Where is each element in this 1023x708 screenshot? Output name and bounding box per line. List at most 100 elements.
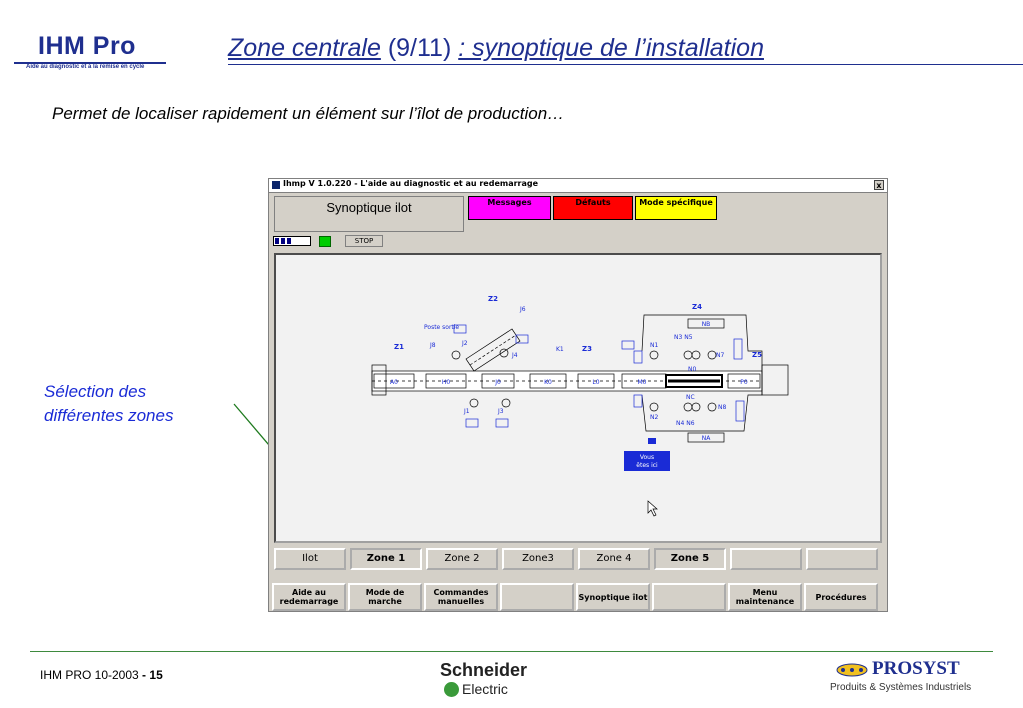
zone-button-zone-1[interactable]: Zone 1 [350, 548, 422, 570]
prosyst-logo: PROSYST Produits & Systèmes Industriels [830, 658, 971, 693]
label-j4: J4 [511, 352, 518, 359]
schneider-leaf-icon [444, 682, 459, 697]
label-n3n5: N3 N5 [674, 334, 693, 341]
empty-function-button-1[interactable] [500, 583, 574, 611]
label-j6: J6 [519, 306, 526, 313]
tab-messages[interactable]: Messages [468, 196, 551, 220]
station-label-m0: M0 [638, 379, 647, 386]
station-label-h0: H0 [442, 379, 451, 386]
label-n4n6: N4 N6 [676, 420, 695, 427]
logo-underline [14, 62, 166, 64]
zone-label-z1: Z1 [394, 343, 404, 351]
zone-button-zone-3[interactable]: Zone3 [502, 548, 574, 570]
label-nc: NC [686, 394, 695, 401]
tab-mode-specifique[interactable]: Mode spécifique [635, 196, 717, 220]
station-p0-box [727, 373, 761, 389]
schneider-wordmark: Schneider [440, 660, 528, 680]
title-part-2: (9/11) [380, 34, 459, 62]
label-nb: NB [702, 321, 711, 328]
fbtn-7-line-2: maintenance [735, 597, 795, 606]
label-j3: J3 [497, 408, 504, 415]
fbtn-8-line-1: Procédures [815, 592, 867, 602]
station-label-k0: K0 [544, 379, 552, 386]
station-label-l0: L0 [592, 379, 599, 386]
zone-button-zone-4[interactable]: Zone 4 [578, 548, 650, 570]
you-are-here-box [624, 451, 670, 471]
poste-sortie-label: Poste sortie [424, 324, 459, 331]
zone-button-empty-1[interactable] [730, 548, 802, 570]
label-k1: K1 [556, 346, 564, 353]
schneider-electric-logo: Schneider Electric [440, 660, 527, 699]
you-are-here-line-1: Vous [640, 454, 654, 461]
zone-button-ilot[interactable]: Ilot [274, 548, 346, 570]
station-l0-box [577, 373, 615, 389]
zone-5-end [761, 364, 789, 396]
slide-subtitle: Permet de localiser rapidement un élémen… [52, 104, 565, 123]
label-j8: J8 [429, 342, 436, 349]
fbtn-2-line-2: marche [368, 597, 402, 606]
zone-label-z5: Z5 [752, 351, 762, 359]
synoptic-canvas: Vous êtes ici Z1 Z2 Z3 Z4 Z5 A0 H0 J0 K0… [274, 253, 882, 543]
app-window: Ihmp V 1.0.220 - L'aide au diagnostic et… [268, 178, 888, 612]
footer-doc: IHM PRO 10-2003 [40, 668, 139, 682]
na-box [687, 432, 725, 443]
mouse-cursor-icon [647, 500, 658, 517]
zone-label-z4: Z4 [692, 303, 702, 311]
label-j2: J2 [461, 340, 468, 347]
installation-synoptic: Vous êtes ici Z1 Z2 Z3 Z4 Z5 A0 H0 J0 K0… [371, 295, 789, 517]
zone-label-z3: Z3 [582, 345, 592, 353]
stop-indicator: STOP [345, 235, 383, 247]
station-label-p0: P0 [740, 379, 748, 386]
prosyst-logo-icon [836, 663, 868, 677]
nb-box [687, 318, 725, 329]
station-label-j0: J0 [494, 379, 501, 386]
fbtn-7-line-1: Menu [752, 588, 778, 597]
location-pin [648, 438, 656, 444]
tab-defauts[interactable]: Défauts [553, 196, 633, 220]
station-h0-box [425, 373, 467, 389]
page-number: 15 [149, 668, 163, 682]
prosyst-tagline: Produits & Systèmes Industriels [830, 682, 972, 693]
title-part-1: Zone centrale [228, 34, 381, 62]
footer-rule [30, 651, 993, 652]
station-label-a0: A0 [390, 379, 398, 386]
window-title: Ihmp V 1.0.220 - L'aide au diagnostic et… [283, 179, 539, 188]
zone-selection-annotation: Sélection des différentes zones [44, 380, 173, 428]
tab-synoptique-ilot[interactable]: Synoptique ilot [274, 196, 464, 232]
station-k0-box [529, 373, 567, 389]
label-n8: N8 [718, 404, 726, 411]
procedures-button[interactable]: Procédures [804, 583, 878, 611]
synoptique-ilot-button[interactable]: Synoptique îlot [576, 583, 650, 611]
close-button[interactable]: x [874, 180, 884, 190]
zone-button-empty-2[interactable] [806, 548, 878, 570]
electric-wordmark: Electric [462, 681, 508, 697]
zone-button-zone-5[interactable]: Zone 5 [654, 548, 726, 570]
fbtn-5-line-1: Synoptique îlot [578, 592, 648, 602]
label-n0: N0 [688, 366, 696, 373]
fbtn-3-line-1: Commandes [433, 588, 489, 597]
station-a0-box [373, 373, 415, 389]
label-n1: N1 [650, 342, 658, 349]
window-titlebar[interactable]: Ihmp V 1.0.220 - L'aide au diagnostic et… [269, 179, 887, 193]
zone-button-zone-2[interactable]: Zone 2 [426, 548, 498, 570]
zone-1-end [371, 364, 387, 396]
app-icon [272, 181, 280, 189]
label-n2: N2 [650, 414, 658, 421]
you-are-here-line-2: êtes ici [636, 462, 658, 469]
empty-function-button-2[interactable] [652, 583, 726, 611]
progress-indicator [273, 236, 311, 246]
annotation-line-1: Sélection des [44, 382, 147, 401]
station-j0-box [481, 373, 515, 389]
footer-doc-ref: IHM PRO 10-2003 - 15 [40, 668, 163, 682]
footer-sep: - [138, 668, 150, 682]
zone-label-z2: Z2 [488, 295, 498, 303]
fbtn-1-line-1: Aide au [292, 588, 326, 597]
status-led [319, 236, 331, 247]
fbtn-3-line-2: manuelles [437, 597, 485, 606]
annotation-line-2: différentes zones [44, 406, 174, 425]
title-part-3: : synoptique de l’installation [458, 34, 764, 62]
